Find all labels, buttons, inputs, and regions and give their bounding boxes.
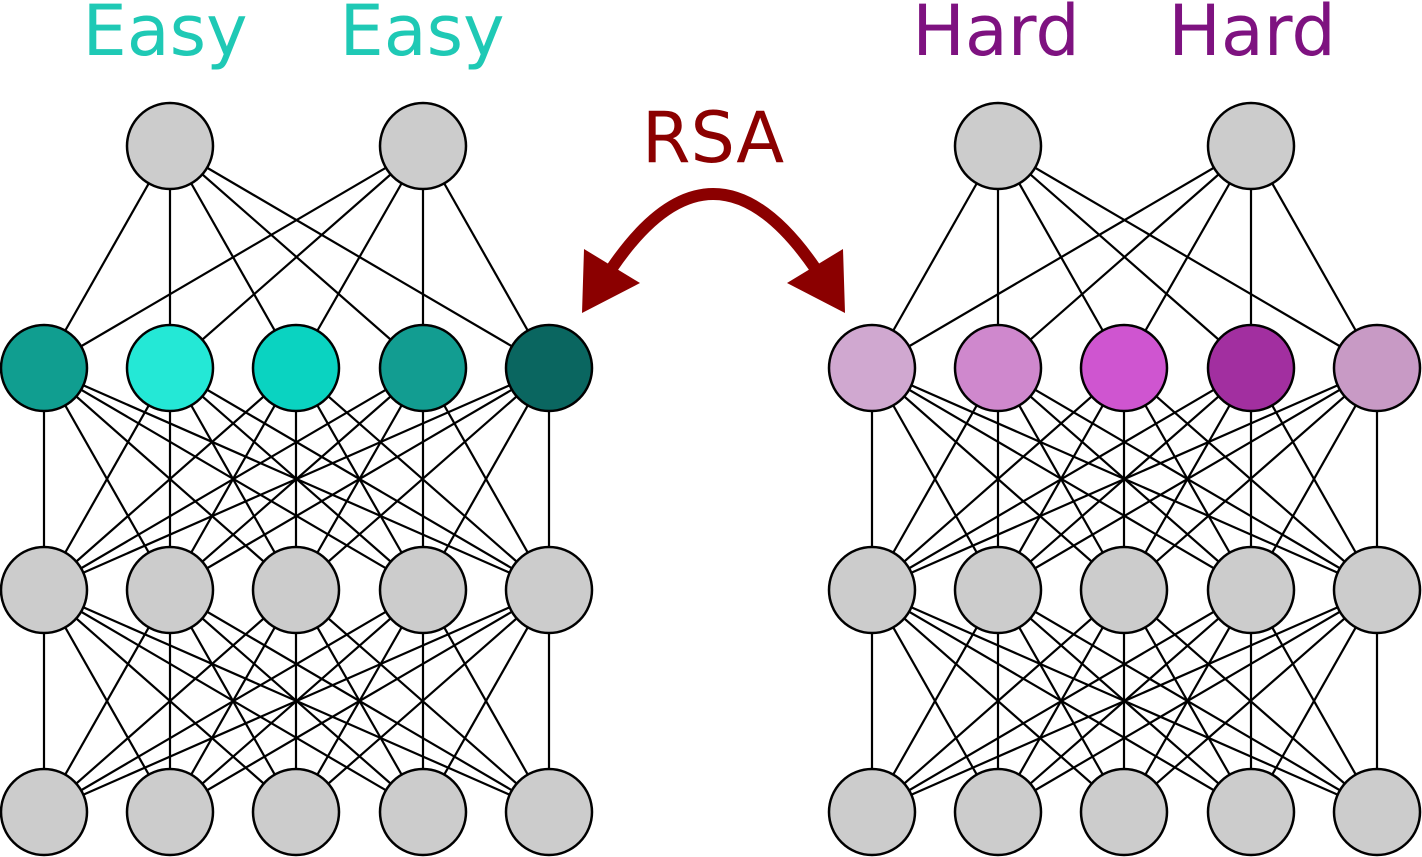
left-output-label-2: Easy (339, 0, 504, 72)
right-network-nodes (827, 101, 1422, 857)
representation-node-3 (1079, 323, 1169, 413)
rsa-arrowhead-right (787, 249, 845, 313)
connection (997, 589, 1378, 813)
connection (871, 366, 1378, 592)
connection (871, 367, 1252, 591)
representation-node-5 (504, 323, 594, 413)
representation-node-4 (378, 323, 468, 413)
representation-node-3 (251, 323, 341, 413)
left-output-label-1: Easy (82, 0, 247, 72)
connection (871, 589, 1252, 813)
output-node-1 (125, 101, 215, 191)
left-network (0, 101, 594, 857)
input-node-2 (953, 767, 1043, 857)
right-network-connections (870, 145, 1379, 814)
rsa-label: RSA (642, 97, 784, 179)
connection (43, 588, 550, 814)
hidden-node-5 (1332, 545, 1422, 635)
output-node-2 (1206, 101, 1296, 191)
hidden-node-4 (378, 545, 468, 635)
representation-node-1 (0, 323, 89, 413)
right-network (827, 101, 1422, 857)
input-node-2 (125, 767, 215, 857)
hidden-node-2 (953, 545, 1043, 635)
representation-node-5 (1332, 323, 1422, 413)
connection (871, 589, 1125, 813)
connection (997, 145, 1252, 369)
connection (871, 367, 1125, 591)
representation-node-1 (827, 323, 917, 413)
connection (43, 145, 424, 369)
connection (169, 145, 424, 369)
hidden-node-4 (1206, 545, 1296, 635)
input-node-3 (1079, 767, 1169, 857)
input-node-1 (827, 767, 917, 857)
hidden-node-2 (125, 545, 215, 635)
input-node-3 (251, 767, 341, 857)
connection (43, 366, 550, 592)
connection (169, 367, 550, 591)
representation-node-2 (125, 323, 215, 413)
hidden-node-1 (0, 545, 89, 635)
input-node-1 (0, 767, 89, 857)
left-network-nodes (0, 101, 594, 857)
hidden-node-1 (827, 545, 917, 635)
hidden-node-3 (251, 545, 341, 635)
output-node-2 (378, 101, 468, 191)
representation-node-2 (953, 323, 1043, 413)
rsa-arrowhead-left (582, 249, 640, 313)
output-node-1 (953, 101, 1043, 191)
input-node-5 (1332, 767, 1422, 857)
connection (1123, 367, 1378, 591)
connection (43, 367, 297, 591)
rsa-double-arrow (582, 188, 845, 313)
input-node-4 (378, 767, 468, 857)
rsa-arrow-curve (606, 188, 821, 274)
right-output-label-2: Hard (1168, 0, 1336, 72)
connection (871, 145, 1252, 369)
hidden-node-3 (1079, 545, 1169, 635)
hidden-node-5 (504, 545, 594, 635)
right-output-label-1: Hard (912, 0, 1080, 72)
connection (295, 589, 550, 813)
representation-node-4 (1206, 323, 1296, 413)
connection (295, 367, 550, 591)
connection (43, 589, 297, 813)
connection (871, 588, 1378, 814)
left-network-connections (42, 145, 551, 814)
connection (43, 589, 424, 813)
connection (43, 367, 424, 591)
connection (1123, 589, 1378, 813)
connection (997, 367, 1378, 591)
input-node-4 (1206, 767, 1296, 857)
input-node-5 (504, 767, 594, 857)
connection (169, 589, 550, 813)
